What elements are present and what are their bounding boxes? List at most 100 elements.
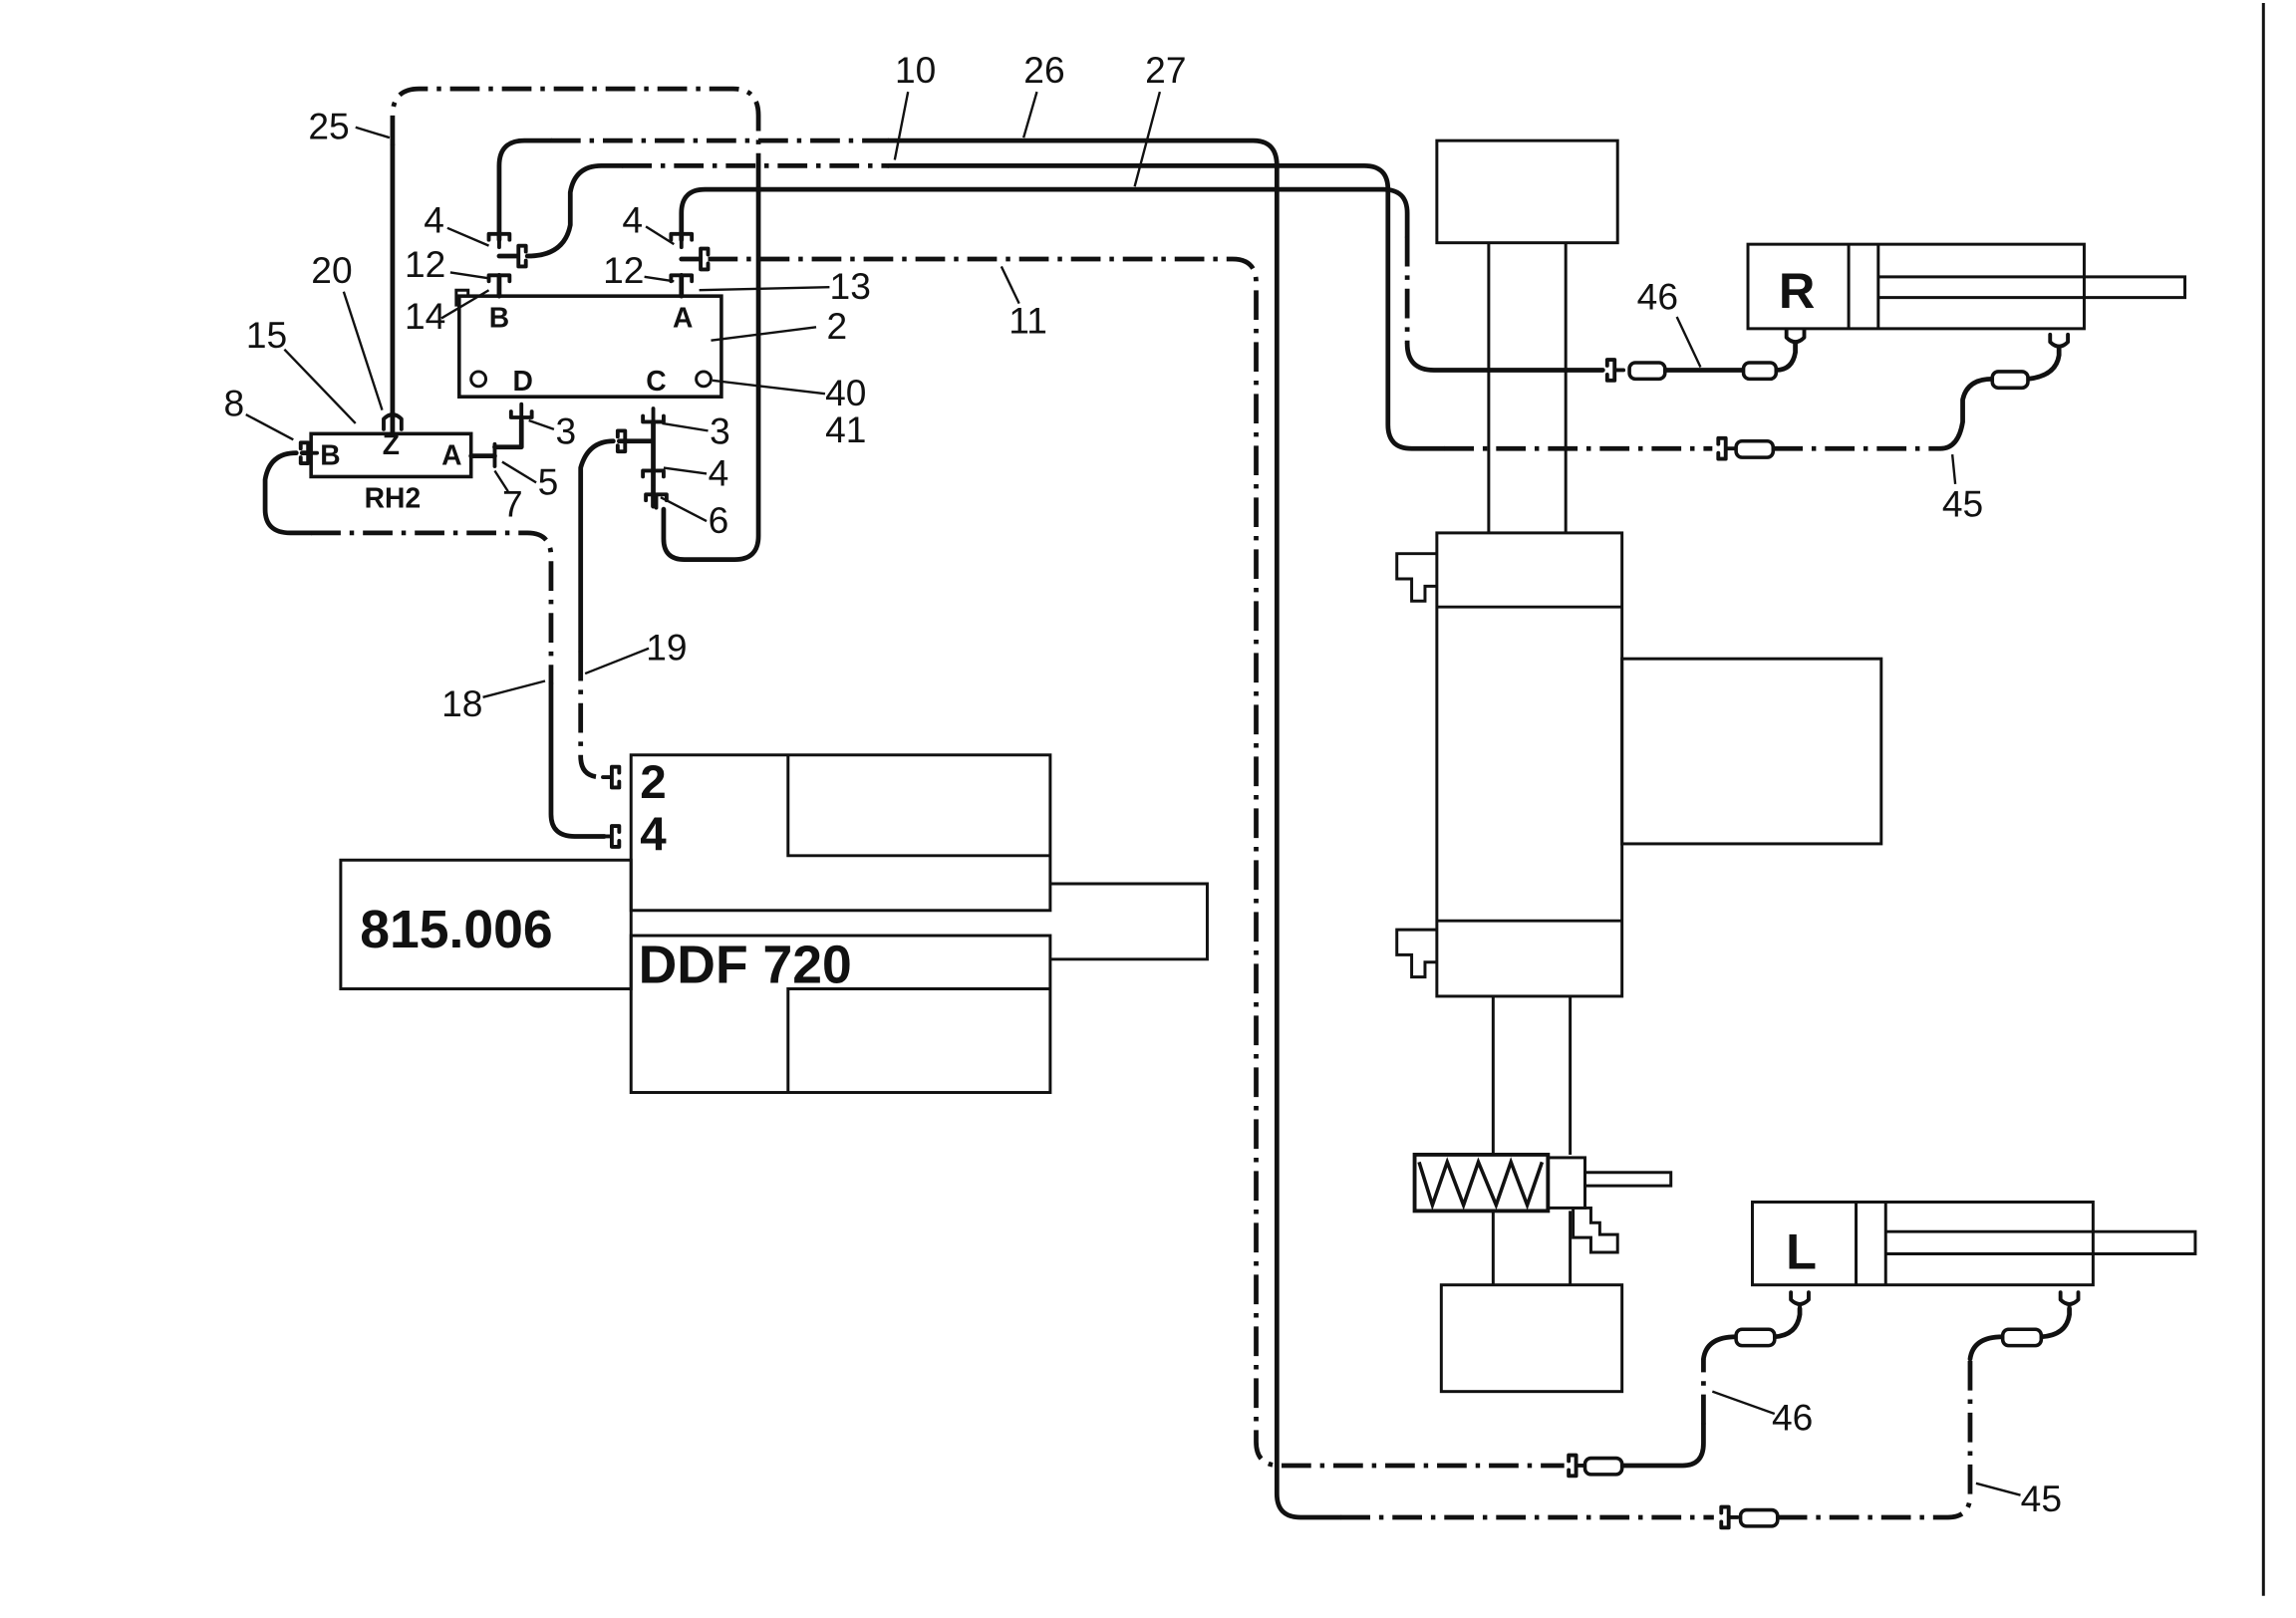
leader-46-lower xyxy=(1711,1390,1776,1416)
leader-14 xyxy=(440,289,490,320)
leader-18 xyxy=(482,679,546,698)
leader-40 xyxy=(712,379,826,396)
hose-27-end xyxy=(1404,341,1605,373)
column-main-body xyxy=(1435,531,1624,998)
hose-45-lower-assembly xyxy=(1719,1290,2081,1530)
column-side-box xyxy=(1620,657,1883,846)
leader-46-upper xyxy=(1675,316,1702,368)
leader-4-left xyxy=(446,226,489,247)
hose-46-lower-coupling-a xyxy=(1582,1456,1624,1477)
callout-12-right: 12 xyxy=(603,249,644,291)
leader-3-right xyxy=(662,421,709,432)
callout-46-upper: 46 xyxy=(1637,276,1678,318)
rh2-block-name: RH2 xyxy=(365,482,421,514)
hose-10 xyxy=(524,163,1713,451)
leader-19 xyxy=(584,647,650,675)
port-c-middle-fitting xyxy=(641,468,666,486)
valve-block-port-b-label: B xyxy=(489,301,509,333)
callout-27: 27 xyxy=(1145,49,1186,91)
hose-26 xyxy=(496,137,1714,1520)
callout-40: 40 xyxy=(825,372,866,413)
valve-block-corner-tab xyxy=(454,288,470,307)
control-unit-port-4-label: 4 xyxy=(640,808,667,861)
hose-18-start xyxy=(262,450,314,536)
cylinder-right-label: R xyxy=(1779,262,1815,319)
spring-lock xyxy=(1572,1206,1619,1254)
cylinder-left-label: L xyxy=(1786,1222,1817,1279)
callout-41: 41 xyxy=(825,408,866,450)
hose-18-end xyxy=(548,681,607,839)
hose-10-start xyxy=(524,163,625,259)
column-bottom-box xyxy=(1439,1283,1624,1394)
valve-block-port-c-dot xyxy=(695,370,713,389)
callout-18: 18 xyxy=(441,682,482,724)
callout-12-left: 12 xyxy=(405,243,445,285)
leader-2 xyxy=(711,326,817,342)
hose-46-lower-line xyxy=(1619,1421,1706,1469)
callout-19: 19 xyxy=(646,627,687,669)
hose-10-main-run xyxy=(886,163,1447,451)
callout-45-upper: 45 xyxy=(1942,483,1983,525)
hose-45-upper-coupling-a xyxy=(1734,438,1776,459)
callout-45-lower: 45 xyxy=(2021,1478,2062,1519)
hose-46-upper-coupling-b xyxy=(1741,361,1779,382)
cylinder-left-rod xyxy=(1885,1229,2197,1255)
rh2-a-tube xyxy=(468,417,524,459)
valve-block-port-d-label: D xyxy=(513,365,533,397)
cylinder-right-rod xyxy=(1877,275,2187,300)
hose-46-lower-assembly xyxy=(1567,1290,1811,1479)
column-top-box xyxy=(1435,138,1619,245)
cylinder-left-body xyxy=(1750,1200,2095,1287)
control-unit-link xyxy=(1049,882,1209,961)
callout-5: 5 xyxy=(538,460,559,502)
upper-clamp-bracket xyxy=(1395,552,1437,603)
control-unit-model: DDF 720 xyxy=(639,937,852,995)
leader-27 xyxy=(1133,91,1162,187)
machine-column xyxy=(1395,138,1883,1394)
hose-27-top-run xyxy=(679,186,1410,243)
callout-14: 14 xyxy=(405,295,445,337)
callout-46-lower: 46 xyxy=(1772,1396,1813,1438)
cylinder-left: L xyxy=(1750,1200,2197,1287)
hose-25 xyxy=(390,86,761,563)
local-fittings xyxy=(298,231,711,510)
control-unit-port-2-fitting xyxy=(601,764,622,790)
cylinder-left-port-b-fitting xyxy=(2058,1290,2081,1315)
hose-19-dashed xyxy=(578,651,605,780)
control-unit-upper-inner xyxy=(786,754,1050,858)
control-unit-upper-block xyxy=(629,753,1052,913)
lower-clamp-bracket xyxy=(1395,928,1437,979)
leader-13 xyxy=(699,286,830,292)
leader-4-lower xyxy=(663,466,708,475)
hose-11-run xyxy=(708,256,1565,1469)
rh2-block-port-b-label: B xyxy=(320,439,340,471)
leader-20 xyxy=(342,291,384,410)
leader-15 xyxy=(283,348,357,424)
leader-8 xyxy=(245,412,294,441)
valve-block-port-d-dot xyxy=(469,370,488,389)
rh2-a-tee-fitting xyxy=(508,402,534,419)
hose-45-upper-fitting xyxy=(1716,435,1737,461)
leader-7 xyxy=(493,469,509,492)
port-a-lower-fitting xyxy=(669,273,695,291)
callout-6: 6 xyxy=(709,499,729,541)
hose-19-start xyxy=(578,438,616,655)
control-unit-port-2-label: 2 xyxy=(640,756,666,809)
callout-4-right: 4 xyxy=(622,198,643,240)
spring-piston xyxy=(1546,1156,1586,1210)
leader-3-left xyxy=(528,418,555,431)
port-c-lower-fitting xyxy=(644,492,669,510)
callout-leaders xyxy=(245,91,2021,1496)
control-unit: 815.006 DDF 720 2 4 xyxy=(339,753,1209,1095)
cylinder-right-port-b-fitting xyxy=(2048,332,2071,358)
hose-46-upper-coupling-a xyxy=(1627,361,1667,382)
hose-45-lower-coupling-a xyxy=(1738,1507,1780,1528)
callout-7: 7 xyxy=(502,483,523,525)
control-unit-lower-block xyxy=(629,934,1052,1095)
hose-25-top-run xyxy=(390,86,761,166)
leader-12-left xyxy=(449,271,489,280)
cylinder-right-body xyxy=(1746,242,2086,331)
cylinder-left-port-a-fitting xyxy=(1789,1290,1811,1315)
cylinder-right: R xyxy=(1746,242,2187,331)
